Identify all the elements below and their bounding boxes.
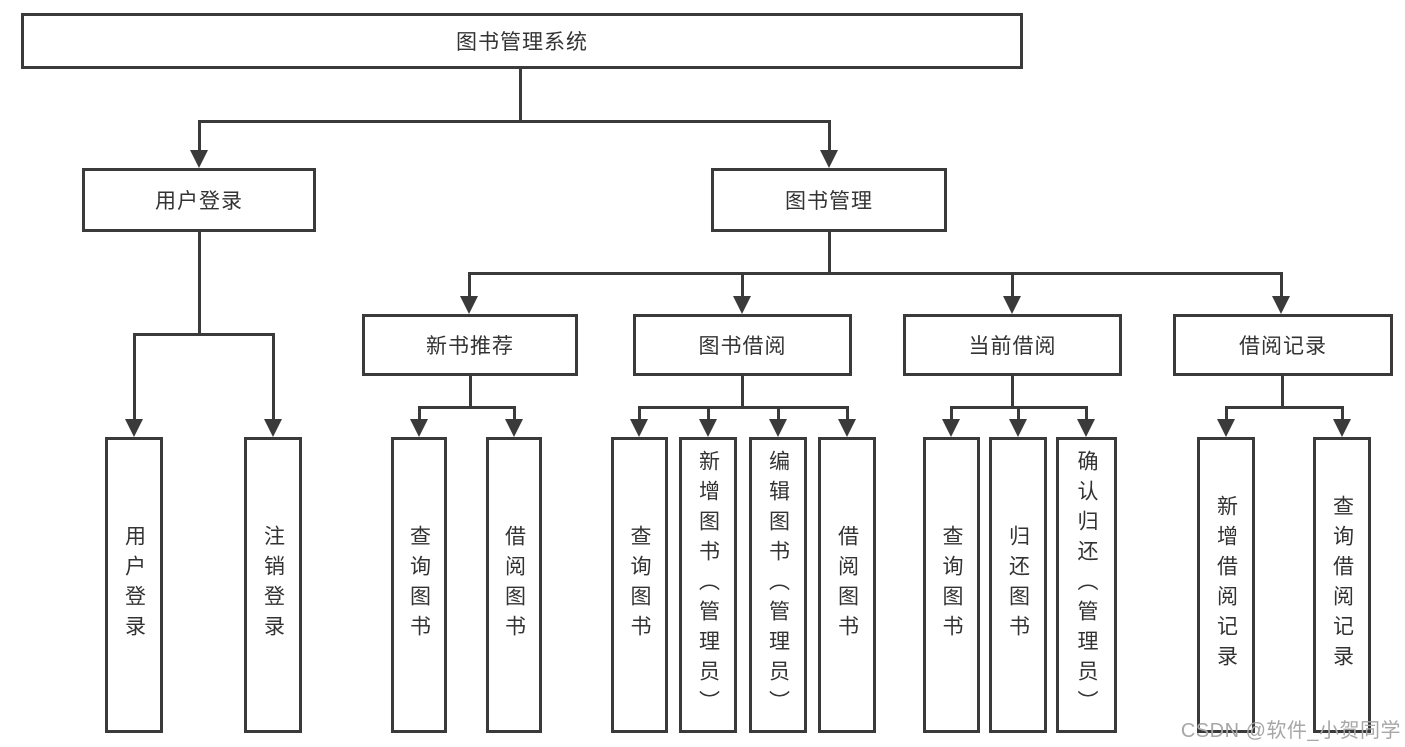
- arrow-down-icon: [125, 419, 143, 437]
- leaf-label: 查询图书: [628, 525, 651, 645]
- leaf-borrow-books-newbooks: 借阅图书: [486, 437, 542, 733]
- arrow-down-icon: [1217, 419, 1235, 437]
- leaf-confirm-return-admin: 确认归还（管理员）: [1056, 437, 1117, 733]
- connector-borrow-records-stem: [1281, 374, 1284, 409]
- node-user-login: 用户登录: [82, 168, 316, 232]
- arrow-down-icon: [1272, 296, 1290, 314]
- arrow-down-icon: [1077, 419, 1095, 437]
- node-book-management-system: 图书管理系统: [21, 13, 1023, 69]
- arrow-down-icon: [942, 419, 960, 437]
- csdn-watermark: CSDN @软件_小贺同学: [1180, 720, 1401, 742]
- node-new-books: 新书推荐: [362, 314, 578, 376]
- connector-shaft: [513, 406, 516, 421]
- connector-shaft-book-mgmt: [828, 120, 831, 152]
- connector-shaft: [272, 333, 275, 421]
- connector-shaft: [133, 333, 136, 421]
- connector-shaft-user-login: [198, 120, 201, 152]
- connector-shaft: [1017, 406, 1020, 421]
- connector-root-bar: [198, 120, 831, 123]
- leaf-return-books: 归还图书: [989, 437, 1047, 733]
- leaf-edit-books-admin: 编辑图书（管理员）: [749, 437, 807, 733]
- connector-shaft: [707, 406, 710, 421]
- arrow-down-icon: [820, 150, 838, 168]
- node-label: 新书推荐: [426, 335, 514, 358]
- node-current-borrow: 当前借阅: [903, 314, 1122, 376]
- leaf-label: 注销登录: [261, 525, 285, 645]
- leaf-label: 确认归还（管理员）: [1075, 450, 1098, 720]
- leaf-label: 编辑图书（管理员）: [766, 450, 790, 720]
- connector-book-borrow-stem: [741, 374, 744, 409]
- connector-book-mgmt-stem: [828, 230, 831, 275]
- connector-shaft: [468, 272, 471, 298]
- leaf-label: 查询图书: [940, 525, 963, 645]
- arrow-down-icon: [410, 419, 428, 437]
- leaf-label: 借阅图书: [502, 525, 526, 645]
- leaf-query-books-borrow: 查询图书: [611, 437, 668, 733]
- leaf-label: 查询借阅记录: [1330, 495, 1354, 675]
- leaf-query-borrow-record: 查询借阅记录: [1313, 437, 1371, 733]
- connector-new-books-stem: [469, 374, 472, 409]
- leaf-add-borrow-record: 新增借阅记录: [1197, 437, 1255, 733]
- connector-shaft: [846, 406, 849, 421]
- connector-shaft: [950, 406, 953, 421]
- arrow-down-icon: [769, 419, 787, 437]
- leaf-label: 借阅图书: [835, 525, 859, 645]
- leaf-label: 归还图书: [1006, 525, 1030, 645]
- arrow-down-icon: [1003, 296, 1021, 314]
- leaf-add-books-admin: 新增图书（管理员）: [679, 437, 737, 733]
- connector-shaft: [1225, 406, 1228, 421]
- node-label: 图书管理: [785, 190, 873, 213]
- connector-shaft: [1341, 406, 1344, 421]
- node-label: 借阅记录: [1239, 335, 1327, 358]
- connector-book-borrow-bar: [638, 406, 849, 409]
- connector-new-books-bar: [418, 406, 516, 409]
- leaf-query-books-newbooks: 查询图书: [391, 437, 447, 733]
- connector-shaft: [1011, 272, 1014, 298]
- arrow-down-icon: [264, 419, 282, 437]
- arrow-down-icon: [1009, 419, 1027, 437]
- connector-shaft: [638, 406, 641, 421]
- connector-user-login-bar: [133, 333, 275, 336]
- leaf-user-login: 用户登录: [105, 437, 163, 733]
- arrow-down-icon: [190, 150, 208, 168]
- node-label: 图书借阅: [698, 335, 787, 358]
- arrow-down-icon: [460, 296, 478, 314]
- arrow-down-icon: [838, 419, 856, 437]
- connector-borrow-records-bar: [1225, 406, 1344, 409]
- node-borrow-records: 借阅记录: [1173, 314, 1393, 376]
- connector-root-stem: [519, 69, 522, 122]
- node-label: 当前借阅: [968, 335, 1057, 358]
- connector-current-borrow-stem: [1011, 374, 1014, 409]
- leaf-borrow-books: 借阅图书: [818, 437, 876, 733]
- connector-shaft: [777, 406, 780, 421]
- connector-shaft: [418, 406, 421, 421]
- node-book-borrow: 图书借阅: [633, 314, 852, 376]
- node-label: 用户登录: [155, 190, 243, 213]
- arrow-down-icon: [1333, 419, 1351, 437]
- leaf-label: 新增借阅记录: [1214, 495, 1238, 675]
- connector-user-login-stem: [198, 230, 201, 336]
- connector-book-mgmt-bar: [468, 272, 1283, 275]
- leaf-label: 新增图书（管理员）: [696, 450, 720, 720]
- arrow-down-icon: [733, 296, 751, 314]
- arrow-down-icon: [699, 419, 717, 437]
- arrow-down-icon: [630, 419, 648, 437]
- connector-shaft: [741, 272, 744, 298]
- connector-shaft: [1085, 406, 1088, 421]
- node-book-mgmt: 图书管理: [711, 168, 947, 232]
- leaf-logout: 注销登录: [244, 437, 302, 733]
- connector-shaft: [1280, 272, 1283, 298]
- leaf-query-books-current: 查询图书: [923, 437, 980, 733]
- arrow-down-icon: [505, 419, 523, 437]
- leaf-label: 用户登录: [122, 525, 146, 645]
- leaf-label: 查询图书: [407, 525, 431, 645]
- node-label: 图书管理系统: [456, 31, 588, 54]
